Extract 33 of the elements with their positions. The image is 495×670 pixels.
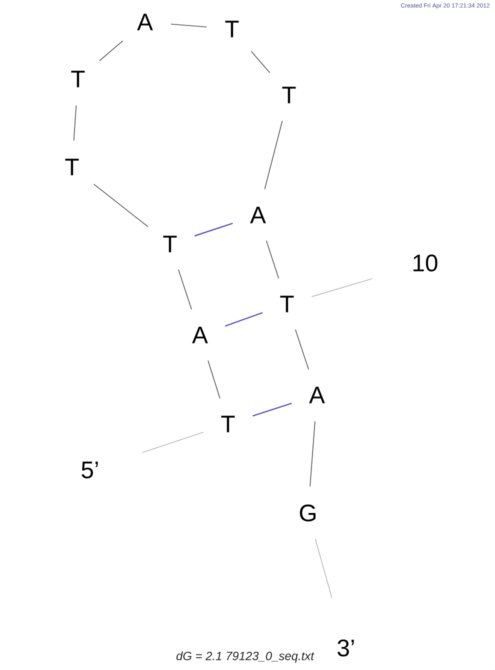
backbone-line [310,420,316,487]
nucleotide-letter: T [221,416,235,432]
nucleotide-letter: A [192,326,208,344]
nucleotide-letter: G [300,504,316,522]
nucleotide-letter: T [280,296,294,312]
nucleotide-letter: A [309,386,325,404]
backbone-line [250,50,270,74]
nucleotide-letter: T [282,86,296,104]
nucleotide-letter: T [65,158,79,176]
nucleotide-letter: A [137,14,153,30]
base-pair-line [194,222,233,236]
backbone-line [73,105,77,142]
backbone-line [295,329,309,370]
caption: dG = 2.1 79123_0_seq.txt [176,651,314,663]
nucleotide-letter: A [250,206,266,224]
backbone-line [170,24,207,28]
leader-line [311,278,372,297]
backbone-line [208,360,220,399]
nucleotide-letter: T [163,236,177,252]
leader-line [314,538,332,598]
position-number: 10 [414,254,438,272]
base-pair-line [252,402,292,417]
backbone-line [99,40,124,62]
leader-line [142,432,204,453]
backbone-line [264,120,283,190]
end-label: 5’ [82,462,98,478]
backbone-line [266,240,280,279]
backbone-line [178,269,192,310]
nucleotide-letter: T [71,70,85,88]
backbone-line [93,184,149,228]
nucleotide-letter: T [225,20,239,38]
base-pair-line [224,312,263,327]
end-label: 3’ [338,640,354,656]
